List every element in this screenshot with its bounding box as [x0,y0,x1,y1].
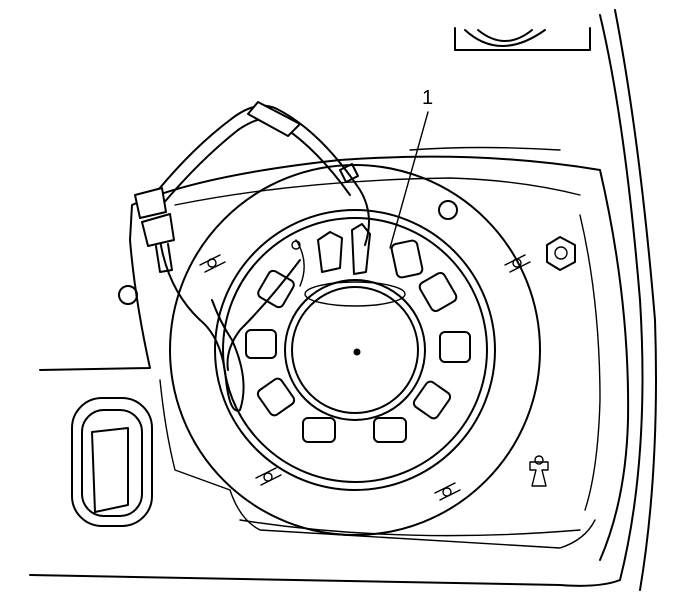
door-panel [29,9,657,591]
speaker-magnet [284,279,426,421]
door-handle-bezel [71,397,153,527]
ring-clips [199,254,531,501]
harness-connector [134,187,175,273]
mounting-bosses [118,200,576,305]
callout-1: 1 [389,87,433,249]
speaker-frame-slots [245,239,471,443]
speaker-mounting-ring [169,164,541,536]
upper-speaker-grille [464,29,546,47]
fastener-symbol [529,455,549,487]
callout-1-label: 1 [422,87,433,109]
speaker-terminals [291,223,371,287]
wiring-harness [149,101,370,412]
